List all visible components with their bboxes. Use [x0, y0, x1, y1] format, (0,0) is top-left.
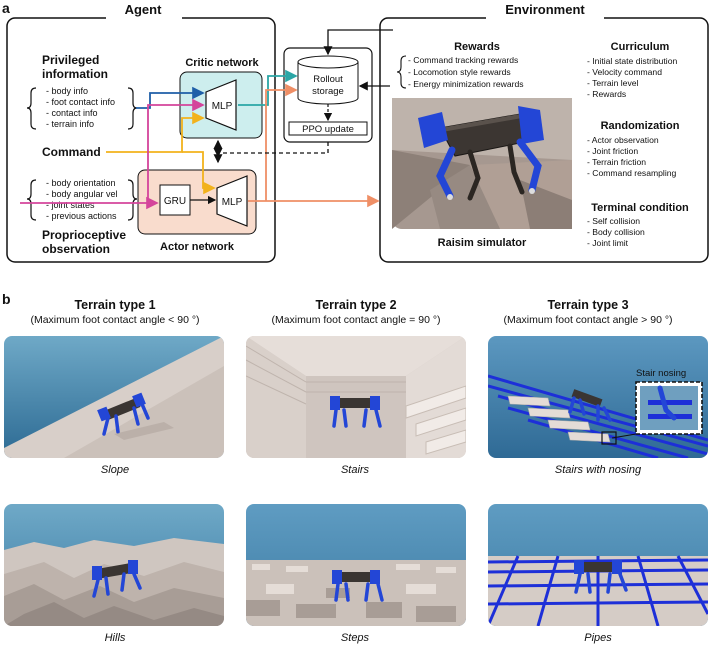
actor-mlp-label: MLP	[222, 197, 243, 208]
command-to-actor-arrow	[182, 151, 216, 195]
env-top-to-rollout-arrow	[323, 29, 393, 56]
privileged-item: - body info	[46, 86, 88, 96]
critic-mlp-shape	[205, 79, 237, 131]
privileged-to-critic-arrow	[136, 86, 205, 109]
ppo-update-arrow	[213, 142, 329, 164]
proprio-right-brace	[127, 179, 138, 221]
hills-caption: Hills	[104, 632, 126, 644]
curriculum-item: - Rewards	[587, 89, 626, 99]
curriculum-item: - Terrain level	[587, 78, 639, 88]
pipes-caption: Pipes	[584, 632, 612, 644]
environment-title-bg	[486, 3, 604, 19]
slope-caption: Slope	[100, 464, 130, 476]
actor-title: Actor network	[160, 241, 235, 253]
command-to-critic-arrow	[106, 111, 205, 153]
proprio-title-2: observation	[42, 242, 110, 256]
curriculum-item: - Initial state distribution	[587, 56, 677, 66]
terminal-title: Terminal condition	[591, 202, 689, 214]
stairs-caption: Stairs	[340, 464, 370, 476]
proprio-item: - body angular vel	[46, 189, 118, 199]
stairs-nosing-caption: Stairs with nosing	[554, 464, 642, 476]
critic-title: Critic network	[185, 57, 259, 69]
panel-a-label: a	[2, 0, 10, 16]
simulator-label: Raisim simulator	[438, 237, 527, 249]
column-3-header: Terrain type 3 (Maximum foot contact ang…	[468, 298, 708, 326]
hills-image	[4, 504, 224, 626]
proprio-item: - previous actions	[46, 211, 117, 221]
column-2-title: Terrain type 2	[315, 298, 397, 312]
privileged-title-2: information	[42, 67, 108, 81]
ppo-label: PPO update	[302, 124, 354, 135]
column-3-subtitle: (Maximum foot contact angle > 90 °)	[503, 314, 673, 326]
curriculum-title: Curriculum	[611, 41, 670, 53]
stairs-image	[246, 336, 466, 458]
column-1-title: Terrain type 1	[74, 298, 156, 312]
column-2-subtitle: (Maximum foot contact angle = 90 °)	[271, 314, 441, 326]
actor-mlp-shape	[216, 175, 248, 227]
terminal-item: - Body collision	[587, 227, 645, 237]
critic-mlp-label: MLP	[212, 101, 233, 112]
simulator-image	[392, 98, 572, 229]
privileged-item: - foot contact info	[46, 97, 115, 107]
randomization-title: Randomization	[601, 120, 680, 132]
agent-title-bg	[106, 3, 182, 19]
ppo-box	[288, 121, 368, 136]
stair-nosing-label: Stair nosing	[636, 368, 686, 379]
proprio-left-brace	[26, 179, 37, 221]
panel-b-label: b	[2, 291, 11, 307]
privileged-title-1: Privileged	[42, 53, 99, 67]
stairs-nosing-image: Stair nosing	[488, 336, 708, 458]
column-1-subtitle: (Maximum foot contact angle < 90 °)	[30, 314, 200, 326]
command-label: Command	[42, 145, 101, 159]
agent-title: Agent	[125, 2, 163, 17]
proprio-title-1: Proprioceptive	[42, 228, 126, 242]
steps-caption: Steps	[340, 632, 370, 644]
rewards-item: - Locomotion style rewards	[408, 67, 511, 77]
rollout-cylinder-body	[297, 62, 359, 105]
column-1-header: Terrain type 1 (Maximum foot contact ang…	[0, 298, 235, 326]
rewards-item: - Command tracking rewards	[408, 55, 518, 65]
rewards-item: - Energy minimization rewards	[408, 79, 524, 89]
actor-gru-label: GRU	[164, 196, 186, 207]
rewards-title: Rewards	[454, 41, 500, 53]
pipes-image	[488, 504, 708, 626]
steps-image	[246, 504, 466, 626]
proprio-to-critic-arrow	[147, 98, 205, 203]
rollout-label-1: Rollout	[313, 74, 343, 85]
curriculum-item: - Velocity command	[587, 67, 662, 77]
rollout-label-2: storage	[312, 86, 344, 97]
proprio-item: - body orientation	[46, 178, 116, 188]
terminal-item: - Self collision	[587, 216, 640, 226]
privileged-right-brace	[127, 87, 138, 130]
randomization-item: - Actor observation	[587, 135, 659, 145]
terminal-item: - Joint limit	[587, 238, 629, 248]
column-2-header: Terrain type 2 (Maximum foot contact ang…	[236, 298, 476, 326]
privileged-item: - contact info	[46, 108, 98, 118]
privileged-left-brace	[26, 87, 37, 130]
slope-image	[4, 336, 224, 458]
rollout-cylinder-top	[297, 55, 359, 69]
actor-to-rollout-arrow	[265, 83, 298, 201]
rewards-brace	[396, 55, 407, 89]
column-3-title: Terrain type 3	[547, 298, 629, 312]
randomization-item: - Command resampling	[587, 168, 677, 178]
randomization-item: - Joint friction	[587, 146, 638, 156]
environment-title: Environment	[505, 2, 585, 17]
randomization-item: - Terrain friction	[587, 157, 646, 167]
proprio-item: - joint states	[46, 200, 95, 210]
privileged-item: - terrain info	[46, 119, 94, 129]
